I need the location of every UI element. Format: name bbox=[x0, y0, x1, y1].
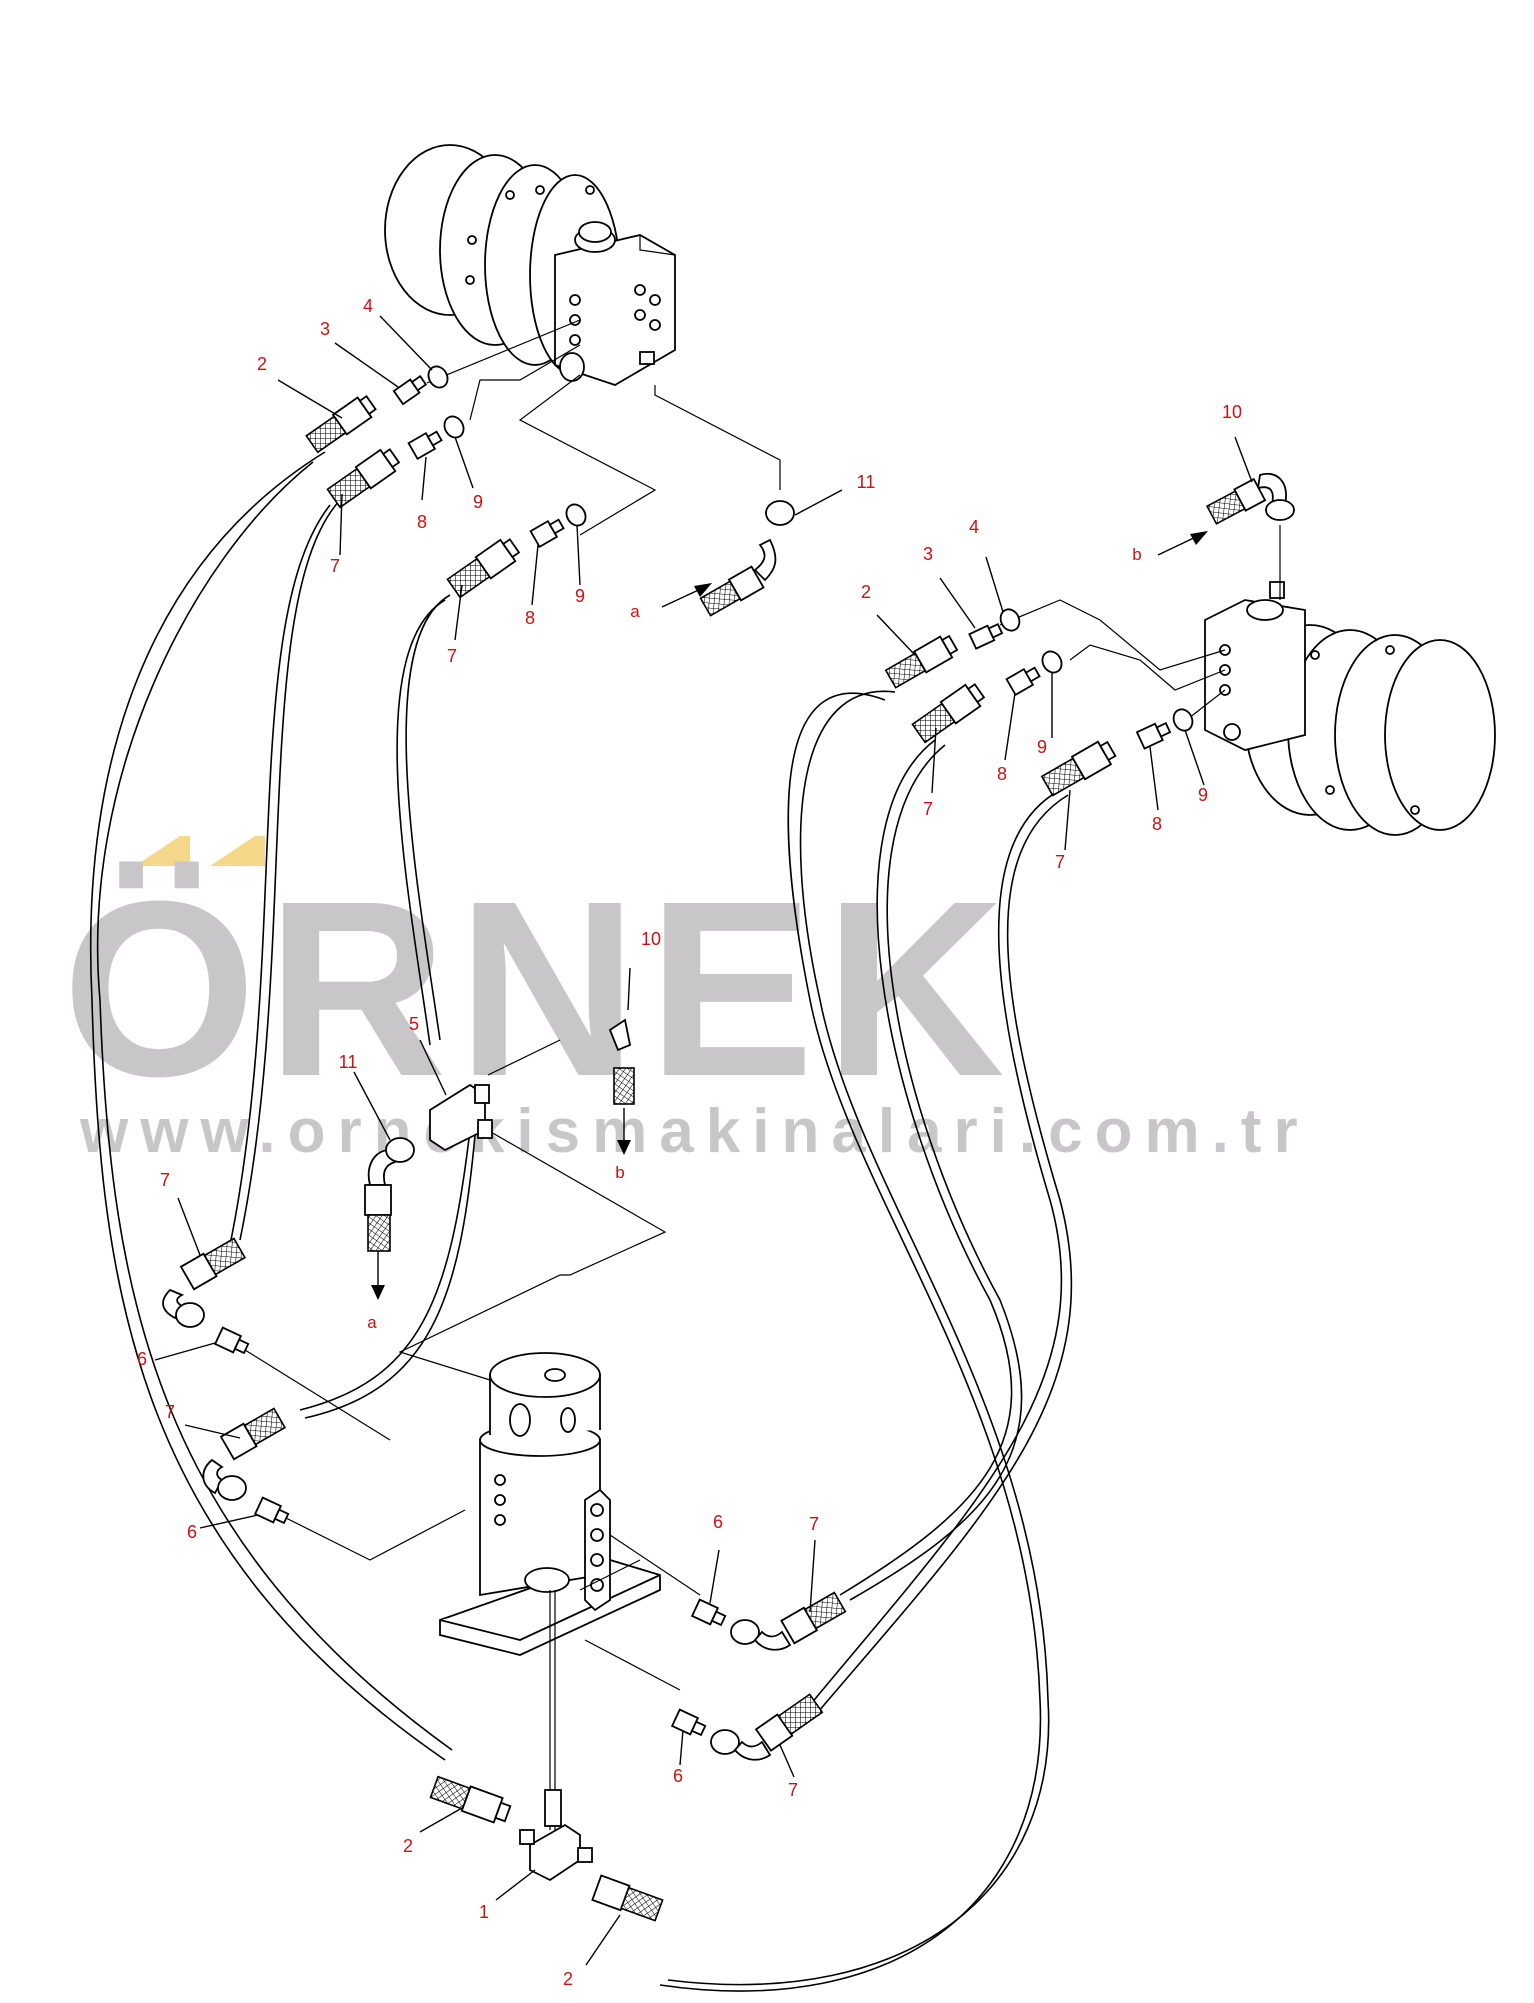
flow-arrows bbox=[371, 531, 1208, 1300]
hose-end-2-bottom-right bbox=[591, 1874, 664, 1922]
callout-1: 1 bbox=[479, 1902, 489, 1922]
callout-9: 9 bbox=[575, 586, 585, 606]
fitting-8-top-mid bbox=[529, 518, 565, 549]
elbow-11-middle bbox=[364, 1137, 415, 1252]
callout-3: 3 bbox=[320, 319, 330, 339]
travel-motor-left bbox=[384, 144, 676, 386]
callout-2: 2 bbox=[257, 354, 267, 374]
hose-lines bbox=[89, 451, 1073, 1992]
callout-7: 7 bbox=[330, 556, 340, 576]
flow-connection-labels: a b b a bbox=[367, 545, 1141, 1332]
tee-5-middle bbox=[429, 1083, 493, 1152]
oring-9-top-left bbox=[443, 415, 465, 439]
callout-6: 6 bbox=[713, 1512, 723, 1532]
callout-8: 8 bbox=[997, 764, 1007, 784]
elbow-7-right-a bbox=[730, 1591, 847, 1651]
callout-10: 10 bbox=[1222, 402, 1242, 422]
watermark-accent-left bbox=[135, 836, 190, 866]
callout-3: 3 bbox=[923, 544, 933, 564]
oring-9-top-mid bbox=[565, 503, 587, 527]
watermark-brand: ÖRNEK bbox=[62, 849, 1015, 1128]
oring-4-top-left bbox=[427, 365, 449, 389]
elbow-7-right-b bbox=[710, 1693, 824, 1761]
fitting-3-top-left bbox=[392, 375, 428, 406]
fitting-6-right-b bbox=[670, 1708, 707, 1737]
fitting-8-right-a bbox=[1005, 666, 1041, 697]
fitting-6-left-b bbox=[253, 1496, 290, 1525]
fittings bbox=[162, 365, 1295, 1922]
callout-7: 7 bbox=[165, 1402, 175, 1422]
tee-1-bottom bbox=[519, 1789, 593, 1882]
fitting-3-right bbox=[968, 622, 1004, 650]
callout-9: 9 bbox=[1037, 737, 1047, 757]
callout-7: 7 bbox=[1055, 852, 1065, 872]
elbow-7-left-a bbox=[162, 1237, 247, 1328]
callout-10: 10 bbox=[641, 929, 661, 949]
watermark-accent-right bbox=[210, 836, 265, 866]
callout-7: 7 bbox=[447, 646, 457, 666]
callout-2: 2 bbox=[563, 1969, 573, 1989]
oring-9-right-a bbox=[1041, 650, 1063, 674]
flow-label-b: b bbox=[615, 1163, 624, 1182]
callout-4: 4 bbox=[363, 296, 373, 316]
elbow-11-top bbox=[699, 500, 795, 617]
oring-4-right bbox=[999, 608, 1021, 632]
elbow-7-left-b bbox=[202, 1407, 287, 1501]
callout-8: 8 bbox=[417, 512, 427, 532]
callout-6: 6 bbox=[137, 1349, 147, 1369]
callout-7: 7 bbox=[788, 1780, 798, 1800]
callout-7: 7 bbox=[923, 799, 933, 819]
fitting-6-left-a bbox=[213, 1326, 250, 1355]
hose-end-7-right-b bbox=[1040, 740, 1117, 797]
center-swivel-joint bbox=[439, 1352, 661, 1656]
callout-11: 11 bbox=[857, 472, 876, 492]
callout-4: 4 bbox=[969, 517, 979, 537]
callout-labels: 2 3 4 7 8 9 7 8 9 11 2 3 4 7 8 9 7 8 9 1… bbox=[137, 296, 1242, 1989]
hose-end-7-right-a bbox=[911, 683, 986, 744]
callout-2: 2 bbox=[403, 1836, 413, 1856]
elbow-10-top-right bbox=[1205, 472, 1295, 525]
travel-motor-right bbox=[1204, 581, 1496, 836]
elbow-10-middle bbox=[608, 1018, 635, 1105]
flow-label-a: a bbox=[630, 602, 640, 621]
watermark-url: www.ornekismakinalari.com.tr bbox=[79, 1097, 1310, 1166]
callout-6: 6 bbox=[673, 1766, 683, 1786]
callout-6: 6 bbox=[187, 1522, 197, 1542]
leader-lines bbox=[154, 315, 1253, 1966]
fitting-8-top-left bbox=[407, 430, 443, 461]
flow-label-a: a bbox=[367, 1313, 377, 1332]
hose-end-7-top-mid bbox=[446, 538, 521, 599]
hose-end-2-right bbox=[884, 634, 959, 689]
callout-9: 9 bbox=[473, 492, 483, 512]
callout-2: 2 bbox=[861, 582, 871, 602]
callout-8: 8 bbox=[525, 608, 535, 628]
hose-end-2-top-left bbox=[305, 394, 377, 454]
fitting-8-right-b bbox=[1135, 721, 1172, 750]
flow-label-b: b bbox=[1132, 545, 1141, 564]
callout-5: 5 bbox=[409, 1014, 419, 1034]
callout-11: 11 bbox=[339, 1052, 358, 1072]
callout-9: 9 bbox=[1198, 785, 1208, 805]
hose-end-7-top-left bbox=[326, 448, 401, 509]
oring-9-right-b bbox=[1172, 708, 1194, 732]
watermark: ÖRNEK www.ornekismakinalari.com.tr bbox=[62, 836, 1310, 1166]
fitting-6-right-a bbox=[690, 1598, 727, 1627]
callout-7: 7 bbox=[809, 1514, 819, 1534]
callout-7: 7 bbox=[160, 1170, 170, 1190]
hose-end-2-bottom-left bbox=[429, 1775, 512, 1824]
callout-8: 8 bbox=[1152, 814, 1162, 834]
